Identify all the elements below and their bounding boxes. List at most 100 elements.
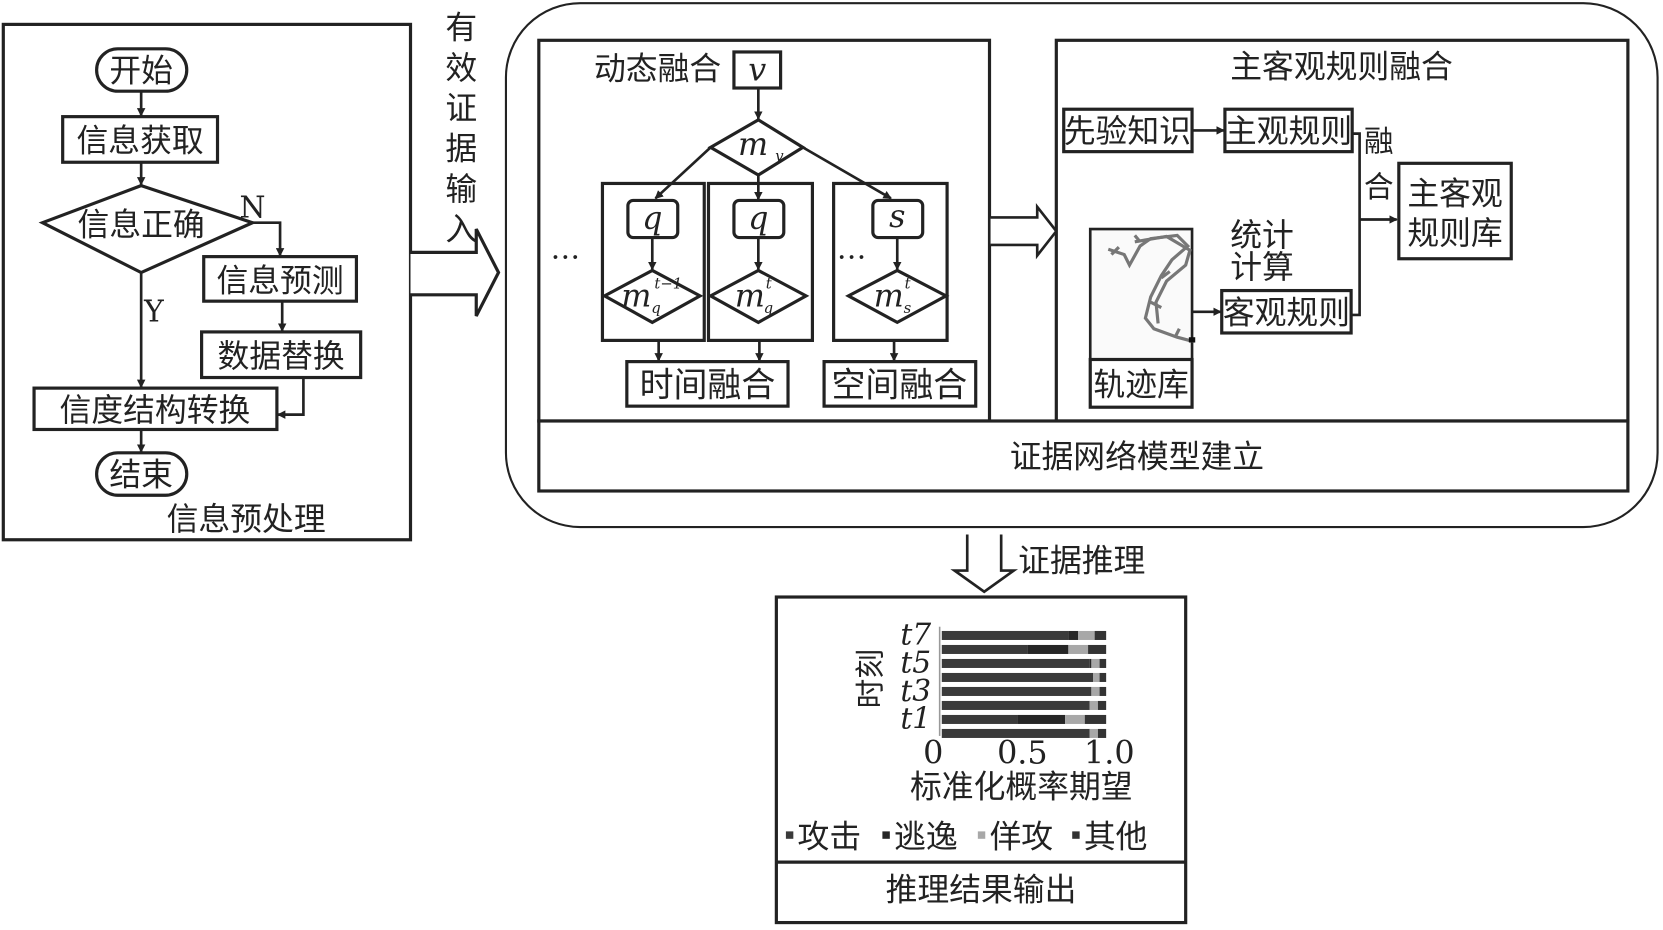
legend-swatch-other	[1072, 831, 1080, 839]
convert-label: 信度结构转换	[60, 391, 251, 429]
x-tick-label: 0	[923, 734, 943, 772]
result-chart: t7 t5 t3 t1 时刻 0 0.5 1.0 标准化概率期望 攻击 逃逸 佯…	[785, 618, 1148, 855]
convert-box	[32, 386, 279, 432]
bars-group	[941, 630, 1107, 738]
prior-knowledge-label: 先验知识	[1064, 112, 1191, 150]
objective-rule-box	[1220, 288, 1353, 335]
m-s-decision	[845, 268, 950, 325]
bar-segment-佯攻	[1068, 644, 1089, 654]
legend-label: 逃逸	[894, 817, 958, 855]
network-model-label: 证据网络模型建立	[1010, 438, 1264, 476]
temporal-fusion-box	[625, 360, 790, 408]
legend: 攻击 逃逸 佯攻 其他	[785, 817, 1148, 855]
rule-base-label-1: 主客观	[1407, 175, 1502, 213]
m2-sub: q	[764, 300, 774, 317]
no-label: N	[240, 190, 266, 225]
bar-segment-其他	[1097, 728, 1107, 738]
bar-segment-佯攻	[1091, 686, 1100, 696]
bar-segment-攻击	[941, 672, 1094, 682]
predict-box	[202, 255, 359, 303]
replace-label: 数据替换	[218, 337, 345, 375]
bar-segment-逃逸	[1027, 644, 1069, 654]
dynamic-fusion-title: 动态融合	[594, 50, 721, 88]
bar-segment-攻击	[941, 658, 1090, 668]
bar-segment-其他	[1099, 658, 1107, 668]
yes-label: Y	[143, 294, 164, 329]
m1-sup: t−1	[654, 275, 682, 292]
evidence-input-label: 有效证据输入	[440, 11, 478, 253]
network-model-bar	[537, 419, 1630, 493]
bar-segment-逃逸	[1089, 658, 1092, 668]
m-q-decision	[707, 268, 810, 325]
legend-label: 攻击	[798, 817, 862, 855]
bar-segment-其他	[1088, 644, 1107, 654]
bar-segment-攻击	[941, 700, 1090, 710]
bar-segment-其他	[1094, 630, 1107, 640]
bar-segment-佯攻	[1078, 630, 1095, 640]
y-tick-label: t7	[900, 618, 931, 653]
subjective-rule-box	[1223, 107, 1354, 154]
subjective-rule-label: 主观规则	[1225, 112, 1352, 150]
bar-segment-逃逸	[1017, 714, 1066, 724]
bar-segment-其他	[1099, 686, 1107, 696]
bar-segment-其他	[1099, 672, 1107, 682]
preprocess-panel: 开始 信息获取 信息正确 N 信息预测 数据替换 Y 信度结构转换 结束 信息预…	[1, 22, 413, 542]
m2-sup: t	[766, 275, 772, 292]
trajectory-image	[1088, 227, 1194, 361]
output-title: 推理结果输出	[886, 870, 1077, 908]
hollow-arrow-down-icon	[950, 534, 1019, 594]
bar-segment-佯攻	[1091, 658, 1100, 668]
m3-sup: t	[905, 275, 911, 292]
bar-segment-攻击	[941, 644, 1028, 654]
m2-label: m	[735, 276, 765, 314]
m1-sub: q	[651, 300, 661, 317]
temporal-fusion-label: 时间融合	[640, 367, 776, 406]
preprocess-title: 信息预处理	[167, 500, 326, 538]
legend-label: 其他	[1084, 817, 1148, 855]
bar-segment-佯攻	[1093, 672, 1100, 682]
end-label: 结束	[109, 456, 173, 494]
x-axis-label: 标准化概率期望	[910, 767, 1133, 805]
hollow-arrow-right-icon	[990, 202, 1058, 260]
m3-sub: s	[904, 300, 912, 317]
fuse-label-2: 合	[1364, 170, 1394, 205]
check-label: 信息正确	[78, 205, 205, 243]
fuse-label-1: 融	[1364, 125, 1394, 160]
bar-segment-佯攻	[1089, 728, 1098, 738]
spatial-fusion-box	[822, 360, 978, 408]
output-panel: 推理结果输出 t7 t5 t3 t1 时刻 0 0.5 1.0 标准化概率期望 …	[774, 595, 1188, 925]
objective-rule-label: 客观规则	[1223, 293, 1350, 331]
hollow-arrow-right-icon	[410, 228, 501, 317]
s-label: s	[889, 197, 905, 235]
statistics-label-1: 统计	[1230, 216, 1294, 254]
start-label: 开始	[109, 52, 173, 90]
ellipsis-left: …	[550, 232, 580, 267]
bar-segment-逃逸	[1068, 630, 1079, 640]
m3-label: m	[874, 276, 904, 314]
bar-segment-攻击	[941, 728, 1090, 738]
x-tick-label: 1.0	[1084, 734, 1135, 772]
acquire-label: 信息获取	[76, 122, 203, 160]
legend-swatch-escape	[882, 831, 890, 839]
q2-label: q	[748, 199, 768, 237]
trajectory-paths-icon	[1107, 233, 1194, 343]
m-q-prev-decision	[601, 268, 704, 325]
rules-fusion-panel: 主客观规则融合 先验知识 主观规则 轨迹库 统计 计算 客观规则 融 合 主客观…	[1054, 38, 1630, 423]
mv-subscript: v	[775, 148, 784, 165]
dynamic-fusion-panel: 动态融合 v m v q q s m t−1 q m t q m t s …	[537, 38, 992, 423]
prior-knowledge-box	[1062, 107, 1194, 154]
bar-segment-其他	[1084, 714, 1107, 724]
v-label: v	[748, 51, 766, 89]
rules-fusion-title: 主客观规则融合	[1230, 47, 1453, 85]
legend-swatch-attack	[785, 831, 794, 839]
model-container	[504, 2, 1659, 529]
y-tick-label: t5	[900, 645, 931, 680]
ellipsis-right: …	[837, 232, 867, 267]
statistics-label-2: 计算	[1230, 248, 1294, 286]
rule-base-label-2: 规则库	[1407, 214, 1502, 252]
bar-segment-攻击	[941, 630, 1069, 640]
mv-label: m	[738, 125, 768, 163]
q1-label: q	[642, 199, 662, 237]
trajectory-marker	[1188, 337, 1196, 343]
